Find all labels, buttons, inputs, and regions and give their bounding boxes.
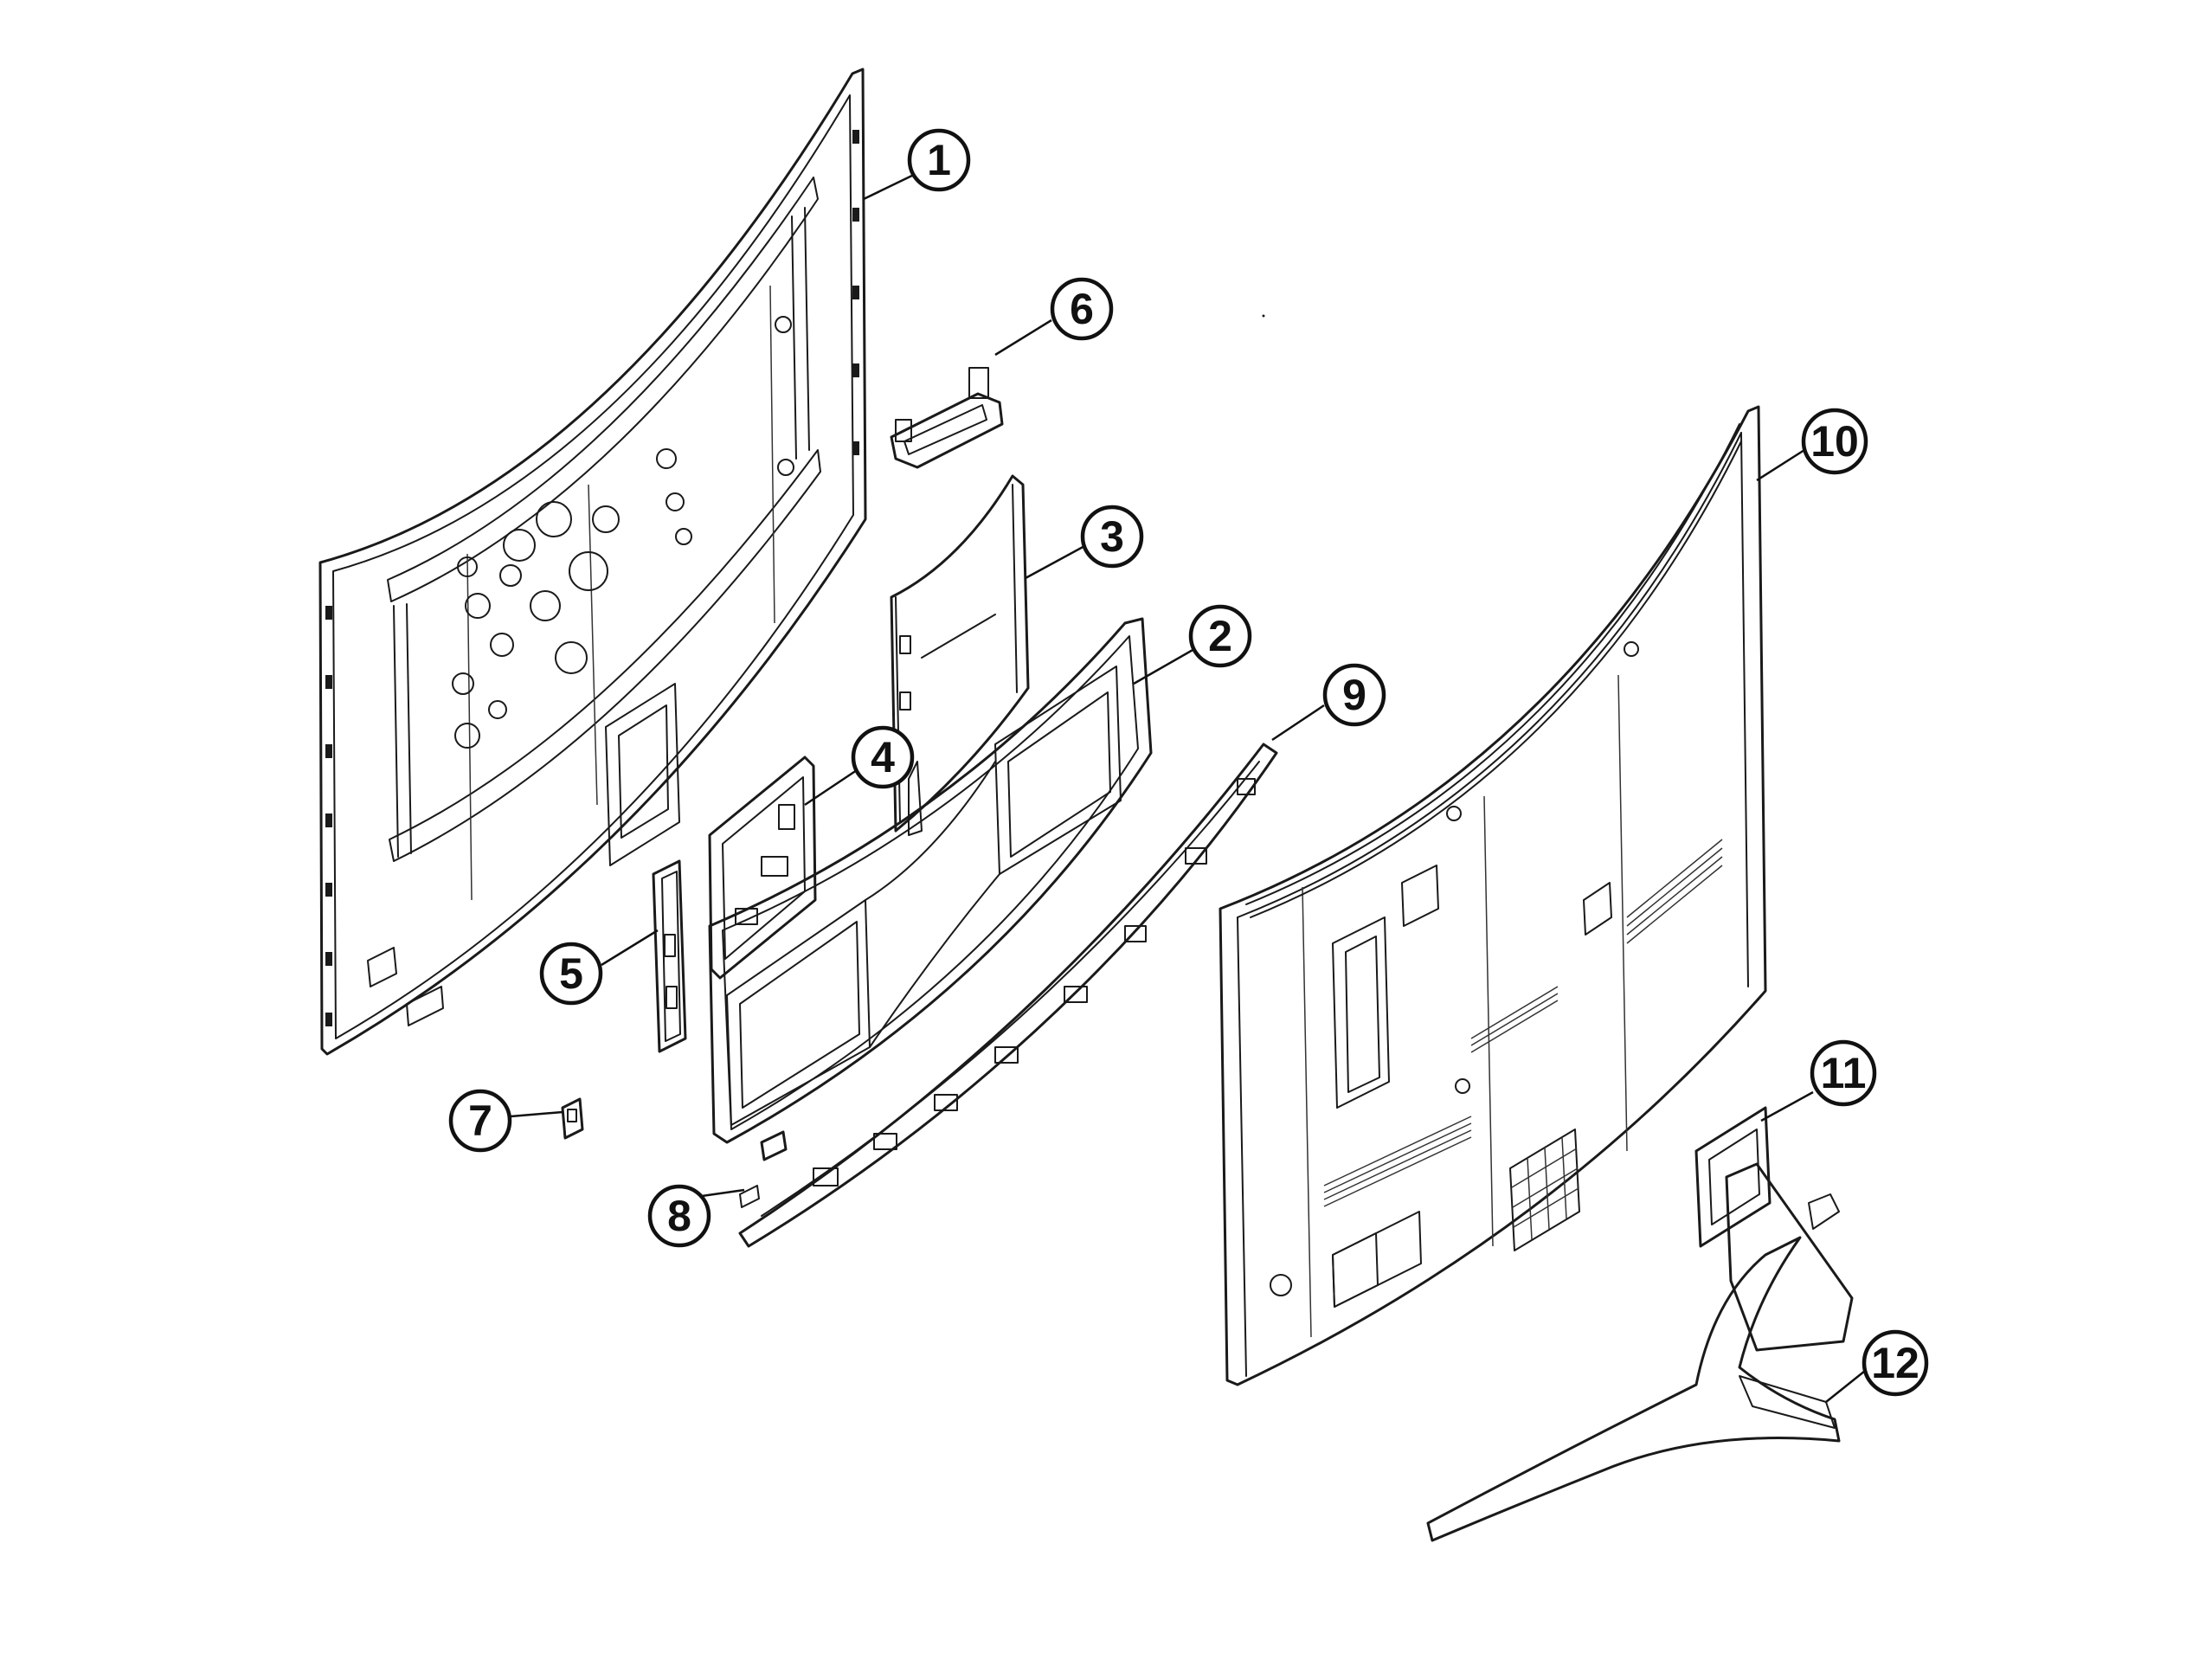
callout-5-label: 5 (559, 949, 583, 998)
callout-7: 7 (448, 1089, 512, 1153)
callout-4: 4 (851, 725, 915, 789)
rear-vents (1323, 839, 1723, 1207)
part-stand-neck (1694, 1106, 1854, 1352)
callout-3: 3 (1080, 505, 1144, 569)
part-inner-frame (708, 617, 1153, 1144)
part-side-board (652, 859, 687, 1053)
callout-12: 12 (1862, 1329, 1929, 1397)
rear-grill (1509, 1129, 1580, 1251)
trim-clips (813, 778, 1256, 1186)
callout-1: 1 (907, 128, 971, 192)
part-panel-chassis (318, 68, 867, 1056)
callout-12-label: 12 (1871, 1339, 1919, 1387)
callout-2-label: 2 (1208, 612, 1232, 660)
callout-1-label: 1 (927, 136, 951, 184)
part-ir-board (739, 1130, 788, 1208)
part-bottom-trim (738, 743, 1278, 1248)
callout-3-label: 3 (1100, 512, 1124, 561)
callout-6: 6 (1050, 277, 1114, 341)
callout-4-label: 4 (871, 733, 895, 781)
part-bracket-top (890, 367, 1004, 469)
part-small-bracket (561, 1097, 584, 1140)
callout-11: 11 (1810, 1039, 1877, 1107)
chassis-bosses (452, 316, 794, 749)
callout-5: 5 (539, 942, 603, 1006)
callout-9-label: 9 (1342, 671, 1366, 719)
chassis-edge-tabs (325, 130, 859, 1026)
callout-10-label: 10 (1810, 417, 1859, 466)
callout-2: 2 (1188, 604, 1252, 668)
callout-8-label: 8 (667, 1192, 691, 1240)
speck-dot (1262, 314, 1265, 318)
callout-7-label: 7 (468, 1096, 492, 1145)
leader-lines (510, 171, 1870, 1403)
callout-10: 10 (1801, 408, 1868, 475)
part-power-board-cover (890, 474, 1030, 836)
callout-6-label: 6 (1070, 285, 1094, 333)
callout-9: 9 (1322, 663, 1386, 727)
part-rear-cover (1219, 405, 1767, 1386)
callout-8: 8 (647, 1184, 711, 1248)
part-main-board (708, 756, 817, 980)
callout-11-label: 11 (1821, 1049, 1867, 1097)
part-stand-base (1426, 1236, 1841, 1542)
